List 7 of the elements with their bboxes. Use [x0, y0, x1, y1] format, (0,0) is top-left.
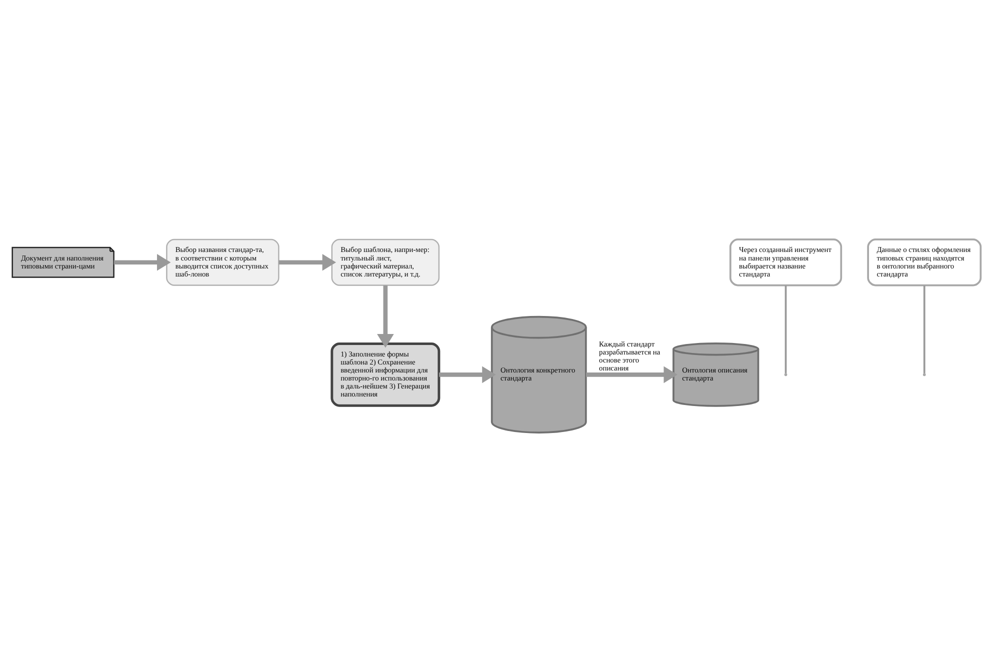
arrow	[377, 284, 394, 348]
arrow	[114, 253, 171, 270]
arrow	[439, 366, 496, 383]
arrow	[586, 366, 678, 383]
arrow	[278, 253, 336, 270]
connector	[784, 284, 787, 373]
connector	[923, 284, 926, 373]
